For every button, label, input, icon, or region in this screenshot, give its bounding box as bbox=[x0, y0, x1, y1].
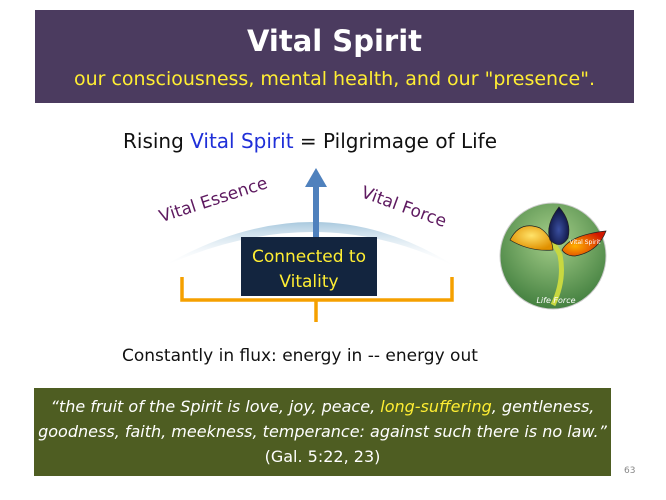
quote-highlight: long-suffering bbox=[380, 397, 492, 416]
quote-part2: , gentleness, goodness, faith, meekness,… bbox=[38, 397, 607, 441]
heading-suffix: = Pilgrimage of Life bbox=[293, 129, 498, 153]
up-arrow-icon bbox=[305, 168, 327, 240]
flux-statement: Constantly in flux: energy in -- energy … bbox=[122, 346, 478, 366]
center-box bbox=[241, 237, 377, 296]
title-banner: Vital Spirit our consciousness, mental h… bbox=[35, 10, 634, 103]
bracket bbox=[180, 277, 454, 322]
scripture-quote: “the fruit of the Spirit is love, joy, p… bbox=[34, 388, 611, 476]
quote-part1: “the fruit of the Spirit is love, joy, p… bbox=[50, 397, 381, 416]
slide-subtitle: our consciousness, mental health, and ou… bbox=[73, 68, 596, 90]
logo-bottom-label: Life Force bbox=[536, 296, 575, 305]
slide-title: Vital Spirit bbox=[246, 24, 423, 58]
vital-essence-label: Vital Essence bbox=[157, 173, 270, 227]
life-force-logo: Vital Spirit Life Force bbox=[499, 202, 607, 310]
center-label-line2: Vitality bbox=[279, 272, 338, 292]
quote-reference: (Gal. 5:22, 23) bbox=[264, 447, 381, 466]
diagram-heading: Rising Vital Spirit = Pilgrimage of Life bbox=[0, 129, 620, 153]
blue-leaf-icon bbox=[548, 206, 570, 245]
vital-force-label: Vital Force bbox=[358, 183, 449, 232]
horizon-arc bbox=[160, 222, 458, 268]
heading-highlight: Vital Spirit bbox=[190, 129, 294, 153]
logo-leaf-label: Vital Spirit bbox=[569, 239, 601, 246]
page-number: 63 bbox=[624, 466, 636, 476]
red-leaf-icon bbox=[561, 230, 607, 257]
center-label-line1: Connected to bbox=[252, 247, 366, 267]
heading-prefix: Rising bbox=[122, 129, 191, 153]
